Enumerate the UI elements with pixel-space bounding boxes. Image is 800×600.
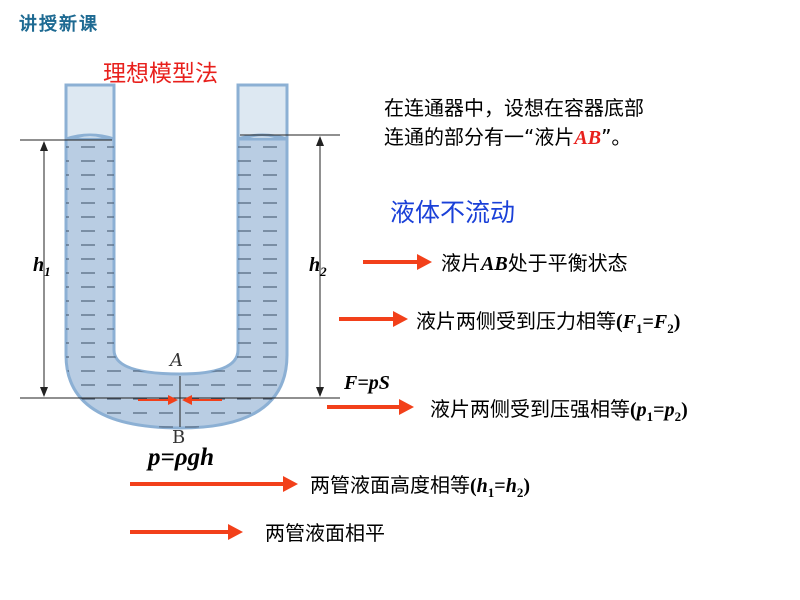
right-tube-top — [236, 83, 289, 142]
h1-arrow-top — [40, 141, 48, 151]
step-4: 两管液面高度相等(h1=h2) — [310, 473, 530, 500]
step-2: 液片两侧受到压力相等(F1=F2) — [416, 309, 681, 336]
model-title: 理想模型法 — [103, 61, 218, 87]
step-5: 两管液面相平 — [265, 521, 385, 545]
step-1: 液片AB处于平衡状态 — [441, 251, 628, 275]
h1-label: h1 — [33, 254, 51, 279]
h2-arrow-top — [316, 136, 324, 146]
h2-label: h2 — [309, 254, 327, 279]
left-tube-top — [64, 83, 116, 142]
pressure-formula: p=ρgh — [148, 444, 215, 471]
label-a: A — [170, 350, 183, 371]
h2-arrow-bottom — [316, 387, 324, 397]
intro-text: 在连通器中，设想在容器底部 连通的部分有一“液片AB”。 — [384, 94, 644, 153]
conclusion-text: 液体不流动 — [390, 198, 516, 227]
h1-arrow-bottom — [40, 387, 48, 397]
tube-water-dashes — [66, 139, 287, 428]
label-b: B — [172, 427, 186, 448]
intro-line-2: 连通的部分有一“液片AB”。 — [384, 125, 632, 149]
step-3: 液片两侧受到压强相等(p1=p2) — [430, 397, 688, 424]
header-title: 讲授新课 — [19, 14, 99, 35]
force-formula: F=pS — [344, 372, 390, 394]
intro-line-1: 在连通器中，设想在容器底部 — [384, 96, 644, 120]
